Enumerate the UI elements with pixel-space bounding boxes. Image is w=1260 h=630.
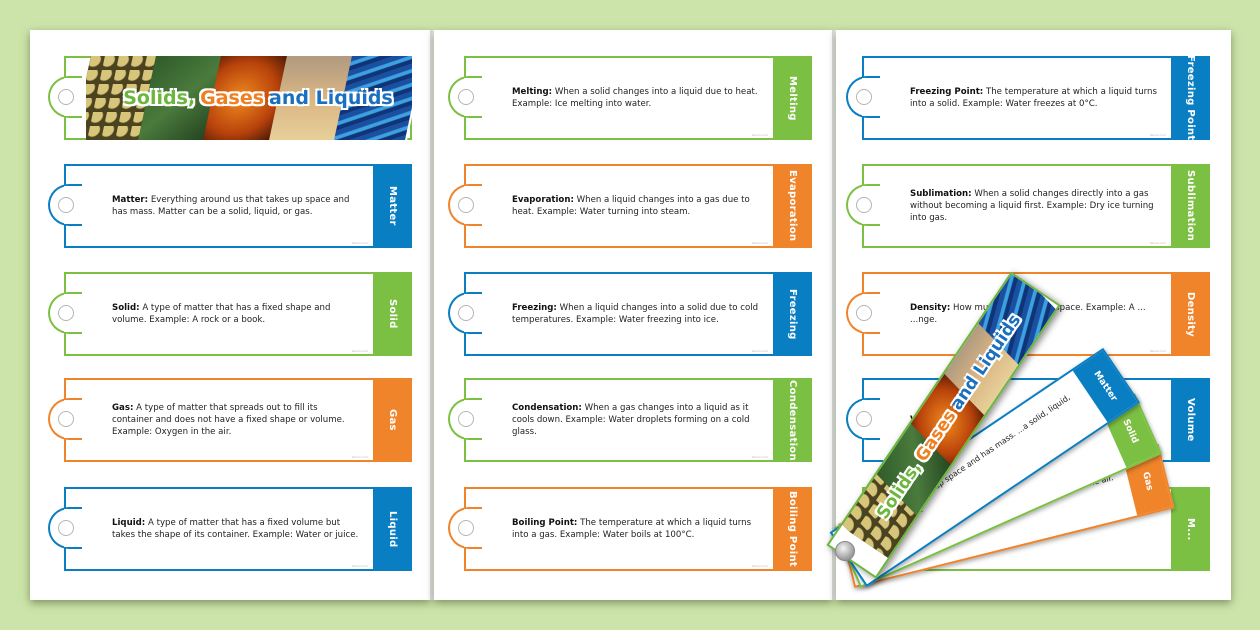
title-card: Solids, Gases and Liquids (48, 56, 412, 140)
card-freezing: Freezing: When a liquid changes into a s… (448, 272, 812, 356)
card-term: Matter: (112, 195, 149, 205)
footer-mark: twinkl.com (351, 455, 368, 459)
card-definition: When a gas changes into a liquid as it c… (512, 403, 750, 437)
footer-mark: twinkl.com (751, 564, 768, 568)
footer-mark: twinkl.com (751, 349, 768, 353)
card-definition: A type of matter that has a fixed volume… (112, 518, 359, 540)
card-tab-label: Condensation (787, 379, 798, 461)
card-tab-label: Gas (387, 409, 398, 431)
binder-ring-icon (835, 541, 855, 561)
footer-mark: twinkl.com (351, 349, 368, 353)
card-term: Solid: (112, 303, 140, 313)
card-definition: A type of matter that has a fixed shape … (112, 303, 331, 325)
card-definition: When a solid changes into a liquid due t… (512, 87, 758, 109)
punch-hole-icon (856, 197, 872, 213)
card-tab-label: Freezing (787, 288, 798, 340)
footer-mark: twinkl.com (751, 241, 768, 245)
punch-hole-icon (856, 89, 872, 105)
card-definition: When a liquid changes into a gas due to … (512, 195, 750, 217)
card-tab-label: Solid (387, 299, 398, 329)
card-melting: Melting: When a solid changes into a liq… (448, 56, 812, 140)
card-tab-label: M... (1185, 517, 1196, 541)
card-tab-label: Matter (387, 186, 398, 226)
card-tab-label: Liquid (387, 510, 398, 548)
punch-hole-icon (458, 305, 474, 321)
card-definition: When a liquid changes into a solid due t… (512, 303, 759, 325)
footer-mark: twinkl.com (751, 455, 768, 459)
card-sublimation: Sublimation: When a solid changes direct… (846, 164, 1210, 248)
punch-hole-icon (856, 411, 872, 427)
card-tab-label: Sublimation (1185, 170, 1196, 242)
card-tab-label: Evaporation (787, 170, 798, 242)
footer-mark: twinkl.com (1149, 133, 1166, 137)
card-term: Liquid: (112, 518, 146, 528)
card-tab-label: Freezing Point (1185, 55, 1196, 141)
card-term: Density: (910, 303, 951, 313)
card-definition: A type of matter that spreads out to fil… (112, 403, 345, 437)
card-term: Sublimation: (910, 189, 972, 199)
fanned-card-stack: ...container and does ...e. Example: Oxy… (826, 250, 1258, 610)
card-tab-label: Volume (1185, 398, 1196, 442)
document-title: Solids, Gases and Liquids (123, 87, 393, 109)
page-gutter (430, 30, 436, 600)
punch-hole-icon (58, 411, 74, 427)
card-term: Freezing Point: (910, 87, 984, 97)
card-term: Gas: (112, 403, 134, 413)
card-tab-label: Density (1185, 291, 1196, 337)
punch-hole-icon (58, 197, 74, 213)
punch-hole-icon (58, 520, 74, 536)
card-definition: When a solid changes directly into a gas… (910, 189, 1154, 223)
footer-mark: twinkl.com (1149, 349, 1166, 353)
card-liquid: Liquid: A type of matter that has a fixe… (48, 487, 412, 571)
punch-hole-icon (58, 89, 74, 105)
punch-hole-icon (58, 305, 74, 321)
footer-mark: twinkl.com (351, 564, 368, 568)
punch-hole-icon (458, 89, 474, 105)
punch-hole-icon (856, 305, 872, 321)
punch-hole-icon (458, 520, 474, 536)
card-matter: Matter: Everything around us that takes … (48, 164, 412, 248)
card-boiling-point: Boiling Point: The temperature at which … (448, 487, 812, 571)
card-term: Melting: (512, 87, 553, 97)
page-gutter (832, 30, 838, 600)
card-definition: Everything around us that takes up space… (112, 195, 350, 217)
fan-card-tab-label: Solid (1120, 418, 1140, 446)
card-evaporation: Evaporation: When a liquid changes into … (448, 164, 812, 248)
fan-card-tab-label: Matter (1091, 369, 1119, 404)
punch-hole-icon (458, 411, 474, 427)
footer-mark: twinkl.com (751, 133, 768, 137)
card-term: Boiling Point: (512, 518, 578, 528)
card-definition: The temperature at which a liquid turns … (910, 87, 1157, 109)
footer-mark: twinkl.com (1149, 241, 1166, 245)
card-freezing-point: Freezing Point: The temperature at which… (846, 55, 1210, 141)
card-solid: Solid: A type of matter that has a fixed… (48, 272, 412, 356)
card-term: Evaporation: (512, 195, 574, 205)
card-gas: Gas: A type of matter that spreads out t… (48, 378, 412, 462)
card-condensation: Condensation: When a gas changes into a … (448, 378, 812, 462)
footer-mark: twinkl.com (351, 241, 368, 245)
punch-hole-icon (458, 197, 474, 213)
card-term: Condensation: (512, 403, 582, 413)
card-tab-label: Melting (787, 75, 798, 121)
card-definition: The temperature at which a liquid turns … (512, 518, 752, 540)
card-term: Freezing: (512, 303, 557, 313)
card-tab-label: Boiling Point (787, 491, 798, 567)
fan-card-tab-label: Gas (1140, 470, 1155, 492)
